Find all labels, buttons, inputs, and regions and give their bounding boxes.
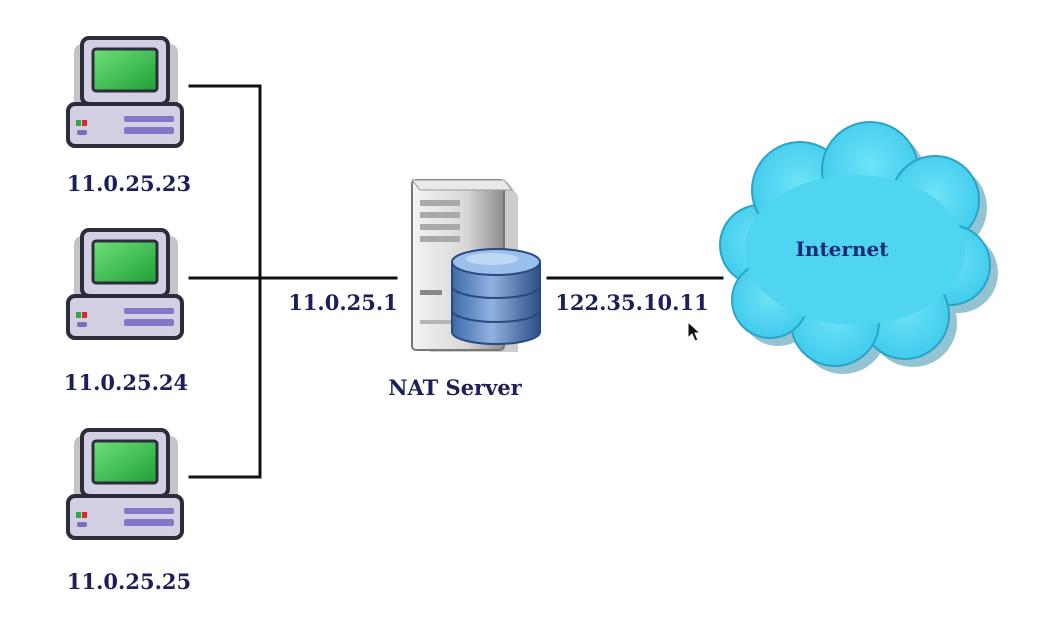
mouse-cursor-icon [687,320,702,342]
client-computer-1: 11.0.25.23 [66,36,191,196]
client-ip-label: 11.0.25.24 [64,370,188,395]
nat-server: NAT Server 11.0.25.1 122.35.10.11 [288,179,709,400]
client-computer-2: 11.0.25.24 [64,228,188,395]
server-name-label: NAT Server [388,375,522,400]
client-ip-label: 11.0.25.23 [67,171,191,196]
database-icon [451,248,541,345]
computer-icon [66,228,184,340]
link-client-1 [188,84,262,479]
internet-cloud: Internet [719,121,998,374]
cloud-label: Internet [796,237,890,261]
server-outside-ip-label: 122.35.10.11 [555,290,708,315]
network-links [188,84,724,479]
computer-icon [66,428,184,540]
client-ip-label: 11.0.25.25 [67,569,191,594]
client-computer-3: 11.0.25.25 [66,428,191,594]
server-inside-ip-label: 11.0.25.1 [288,290,398,315]
computer-icon [66,36,184,148]
